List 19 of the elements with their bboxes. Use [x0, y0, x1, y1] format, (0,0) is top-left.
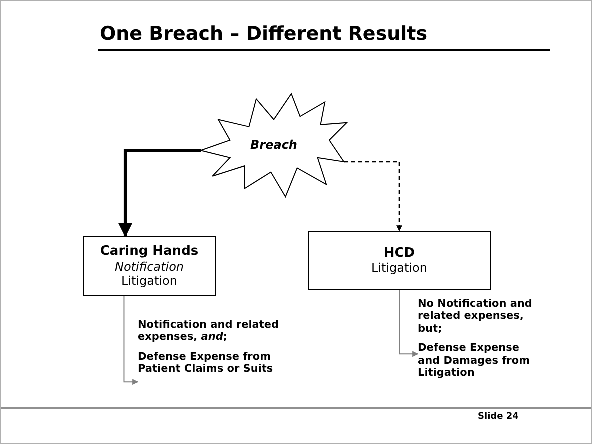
note-text: No Notification and related expenses, but;	[418, 298, 534, 336]
arrow	[118, 149, 201, 238]
process-box	[83, 236, 216, 296]
arrow	[344, 161, 402, 232]
slide-title: One Breach – Different Results	[100, 23, 428, 45]
slide-number: Slide 24	[478, 412, 519, 422]
box-heading: Caring Hands	[100, 244, 199, 260]
box-text: Notification	[114, 260, 184, 274]
box-text: Litigation	[371, 261, 428, 276]
box-heading: HCD	[384, 246, 416, 262]
note-text: Notification and related expenses, and;	[138, 319, 280, 344]
arrow	[399, 290, 419, 358]
note-text: Defense Expense and Damages from Litigation	[418, 342, 532, 380]
arrow	[124, 296, 139, 386]
burst-label: Breach	[250, 138, 298, 153]
box-text: Litigation	[121, 274, 178, 288]
note-text: Defense Expense from Patient Claims or Suits	[138, 350, 274, 376]
starburst-shape	[201, 94, 347, 197]
process-box	[308, 231, 491, 290]
